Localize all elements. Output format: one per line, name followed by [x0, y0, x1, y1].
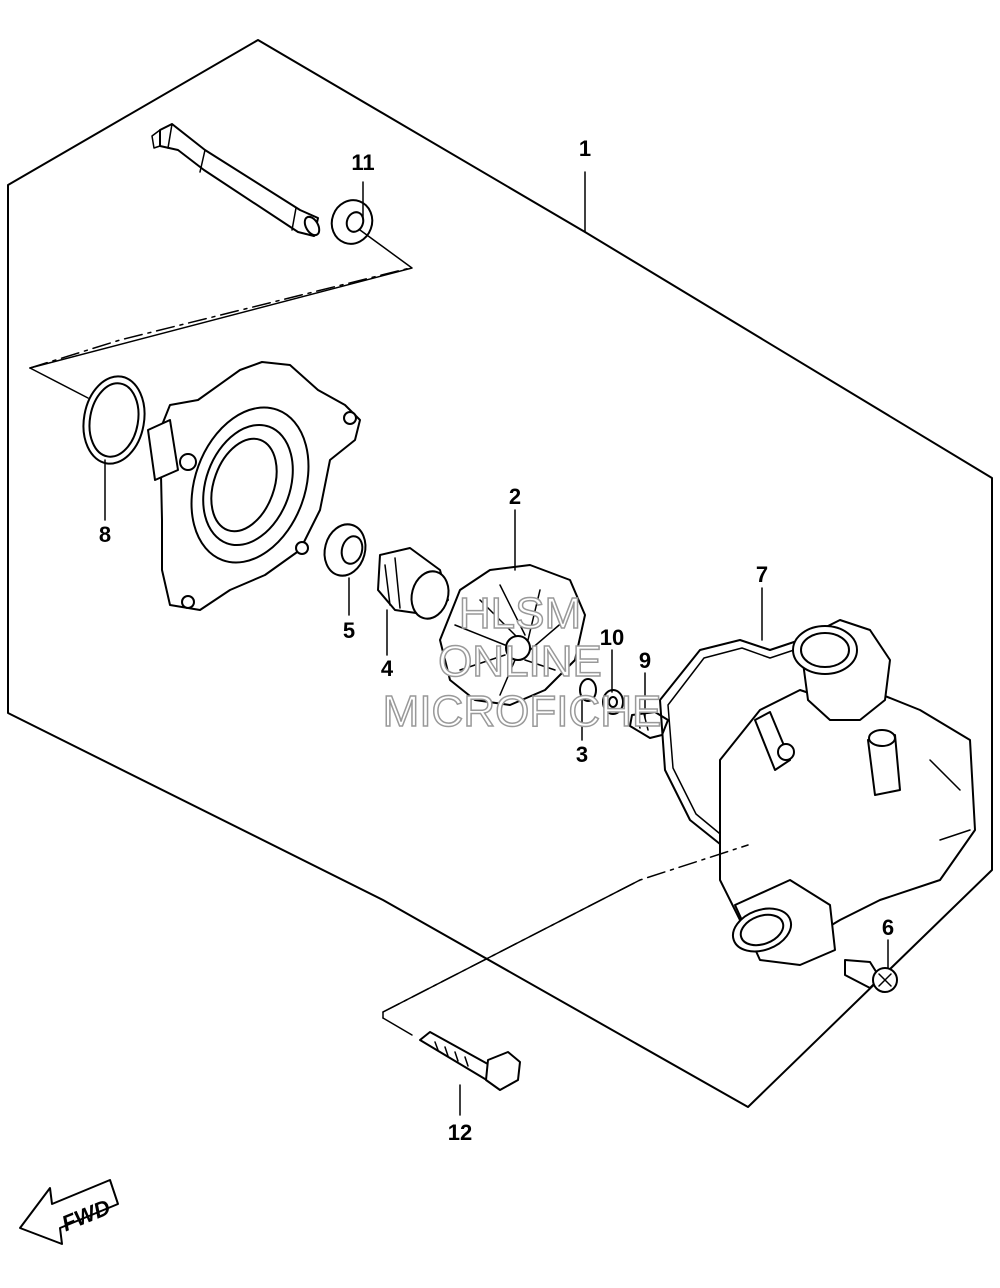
watermark-line-2: ONLINE	[438, 637, 602, 686]
callout-2: 2	[509, 484, 521, 509]
o-ring-8	[29, 367, 146, 465]
callout-4: 4	[381, 656, 394, 681]
callout-7: 7	[756, 562, 768, 587]
watermark: HLSM ONLINE MICROFICHE	[382, 588, 662, 737]
leader-lines	[104, 171, 889, 1116]
callout-9: 9	[639, 648, 651, 673]
callout-12: 12	[448, 1120, 472, 1145]
callout-10: 10	[600, 625, 624, 650]
assembly-boundary	[7, 39, 993, 1108]
centerline	[29, 267, 749, 1013]
pump-housing	[147, 361, 361, 611]
fwd-arrow: FWD	[19, 1179, 119, 1245]
bolt-12	[382, 879, 641, 1091]
seal-5	[323, 523, 367, 577]
callout-5: 5	[343, 618, 355, 643]
callout-3: 3	[576, 742, 588, 767]
callout-labels: 1 2 3 4 5 6 7 8 9 10 11 12	[99, 136, 894, 1145]
pump-body	[719, 619, 976, 966]
callout-1: 1	[579, 136, 591, 161]
impeller-2	[439, 564, 586, 706]
mechanical-seal-4	[377, 547, 450, 620]
washer-3	[579, 678, 597, 702]
screw-6	[844, 959, 898, 993]
pump-shaft	[151, 123, 321, 237]
washer-10	[602, 689, 624, 715]
callout-11: 11	[351, 150, 374, 175]
watermark-line-1: HLSM	[459, 589, 581, 638]
seal-washer-11	[29, 199, 413, 369]
callout-8: 8	[99, 522, 111, 547]
callout-6: 6	[882, 915, 894, 940]
watermark-line-3: MICROFICHE	[383, 687, 662, 736]
